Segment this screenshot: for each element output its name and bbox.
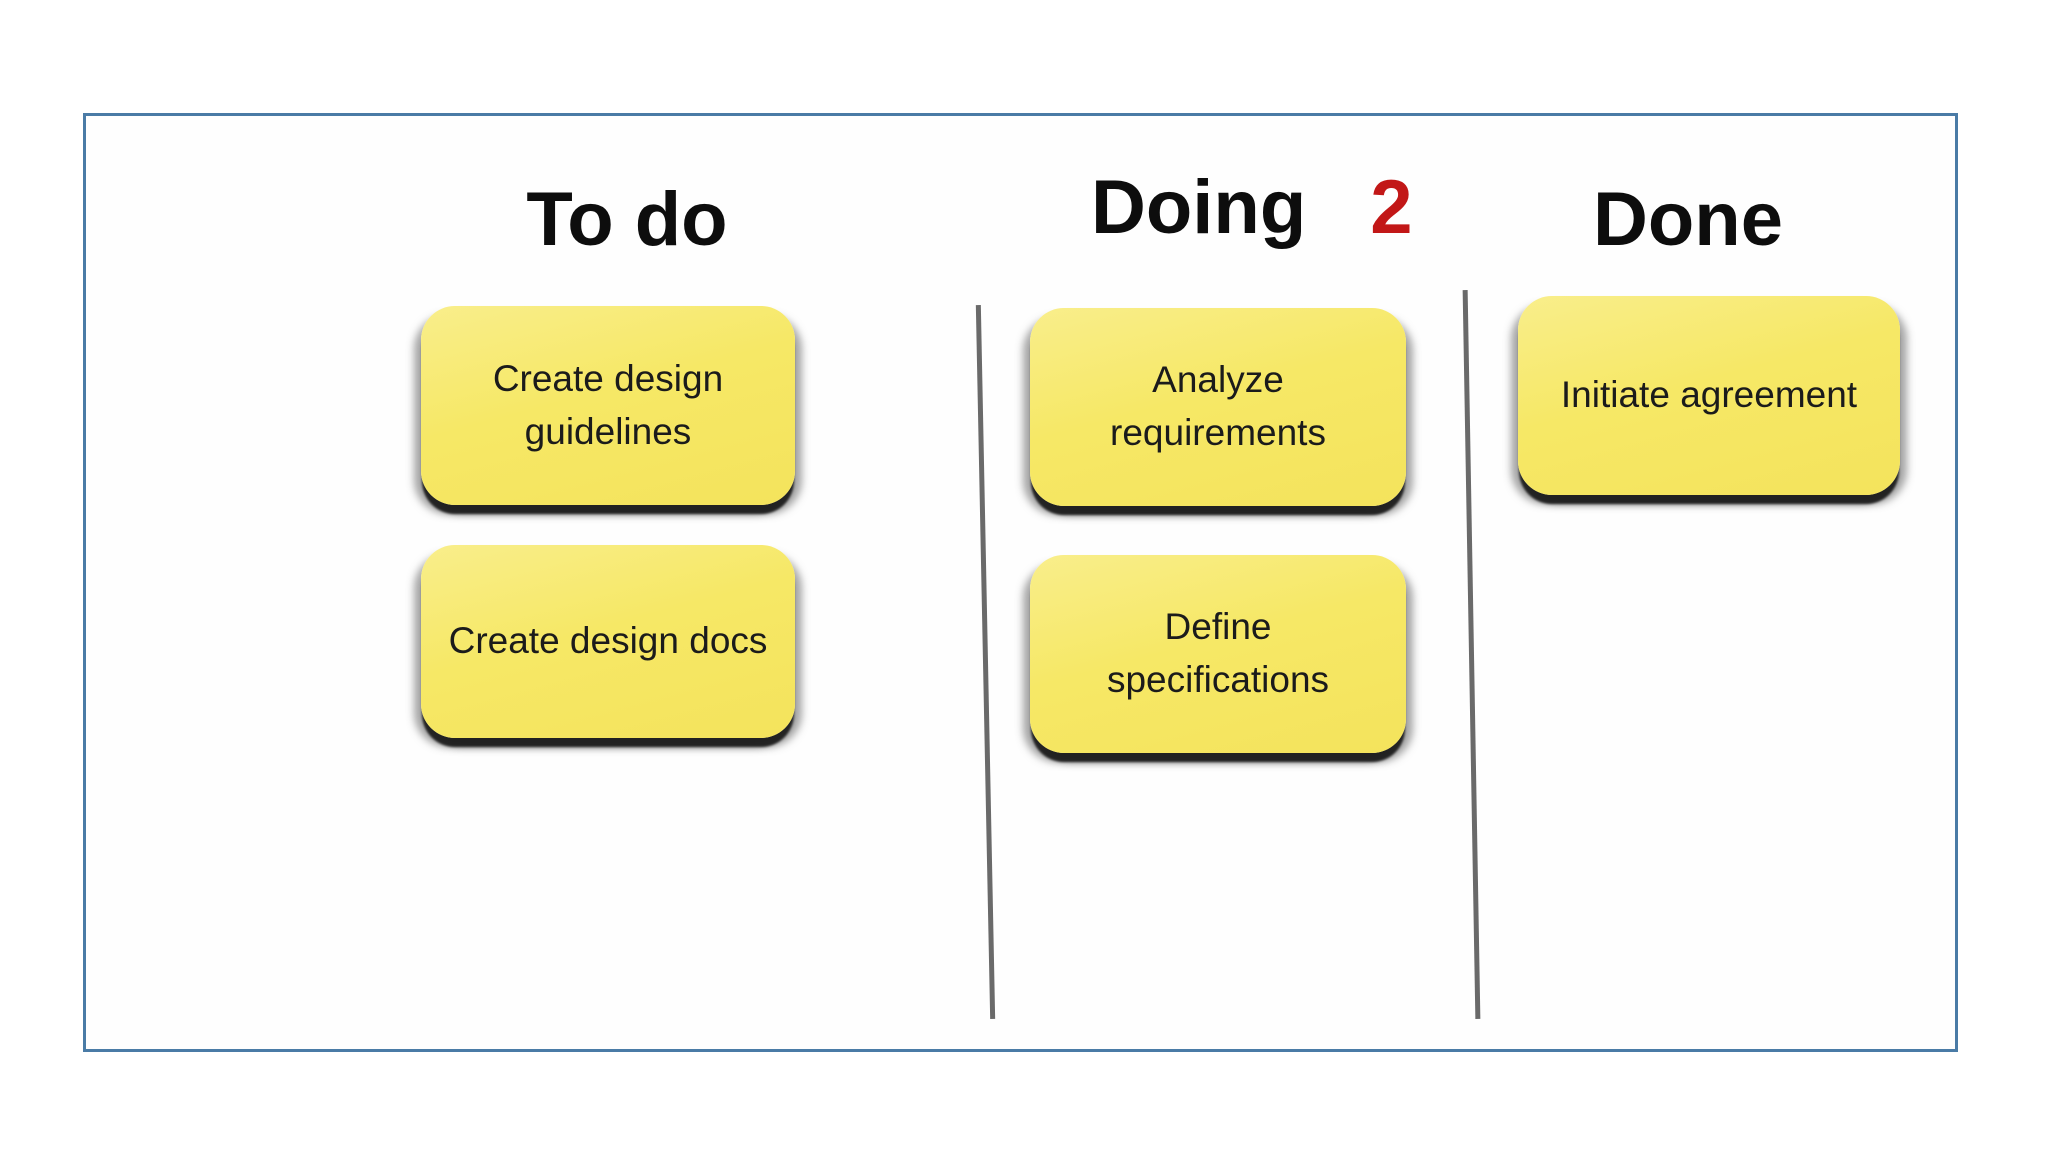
column-divider-doing-done (1462, 290, 1481, 1019)
card-label: Initiate agreement (1560, 374, 1858, 416)
column-title-todo: To do (526, 177, 728, 262)
kanban-card[interactable]: Initiate agreement (1518, 296, 1900, 495)
wip-limit-badge: 2 (1370, 165, 1413, 250)
column-header-done: Done (1593, 182, 1783, 258)
kanban-card[interactable]: Analyze requirements (1030, 308, 1406, 506)
card-label: Create design docs (448, 620, 768, 662)
column-header-todo: To do (526, 182, 727, 258)
column-title-done: Done (1593, 177, 1783, 262)
card-label: Analyze requirements (1110, 359, 1326, 453)
column-divider-todo-doing (975, 305, 996, 1019)
kanban-card[interactable]: Create design docs (421, 545, 795, 738)
card-label: Define specifications (1106, 606, 1330, 700)
kanban-card[interactable]: Define specifications (1030, 555, 1406, 753)
card-label: Create design guidelines (492, 357, 724, 452)
column-title-doing: Doing (1091, 165, 1307, 250)
kanban-card[interactable]: Create design guidelines (421, 306, 795, 505)
